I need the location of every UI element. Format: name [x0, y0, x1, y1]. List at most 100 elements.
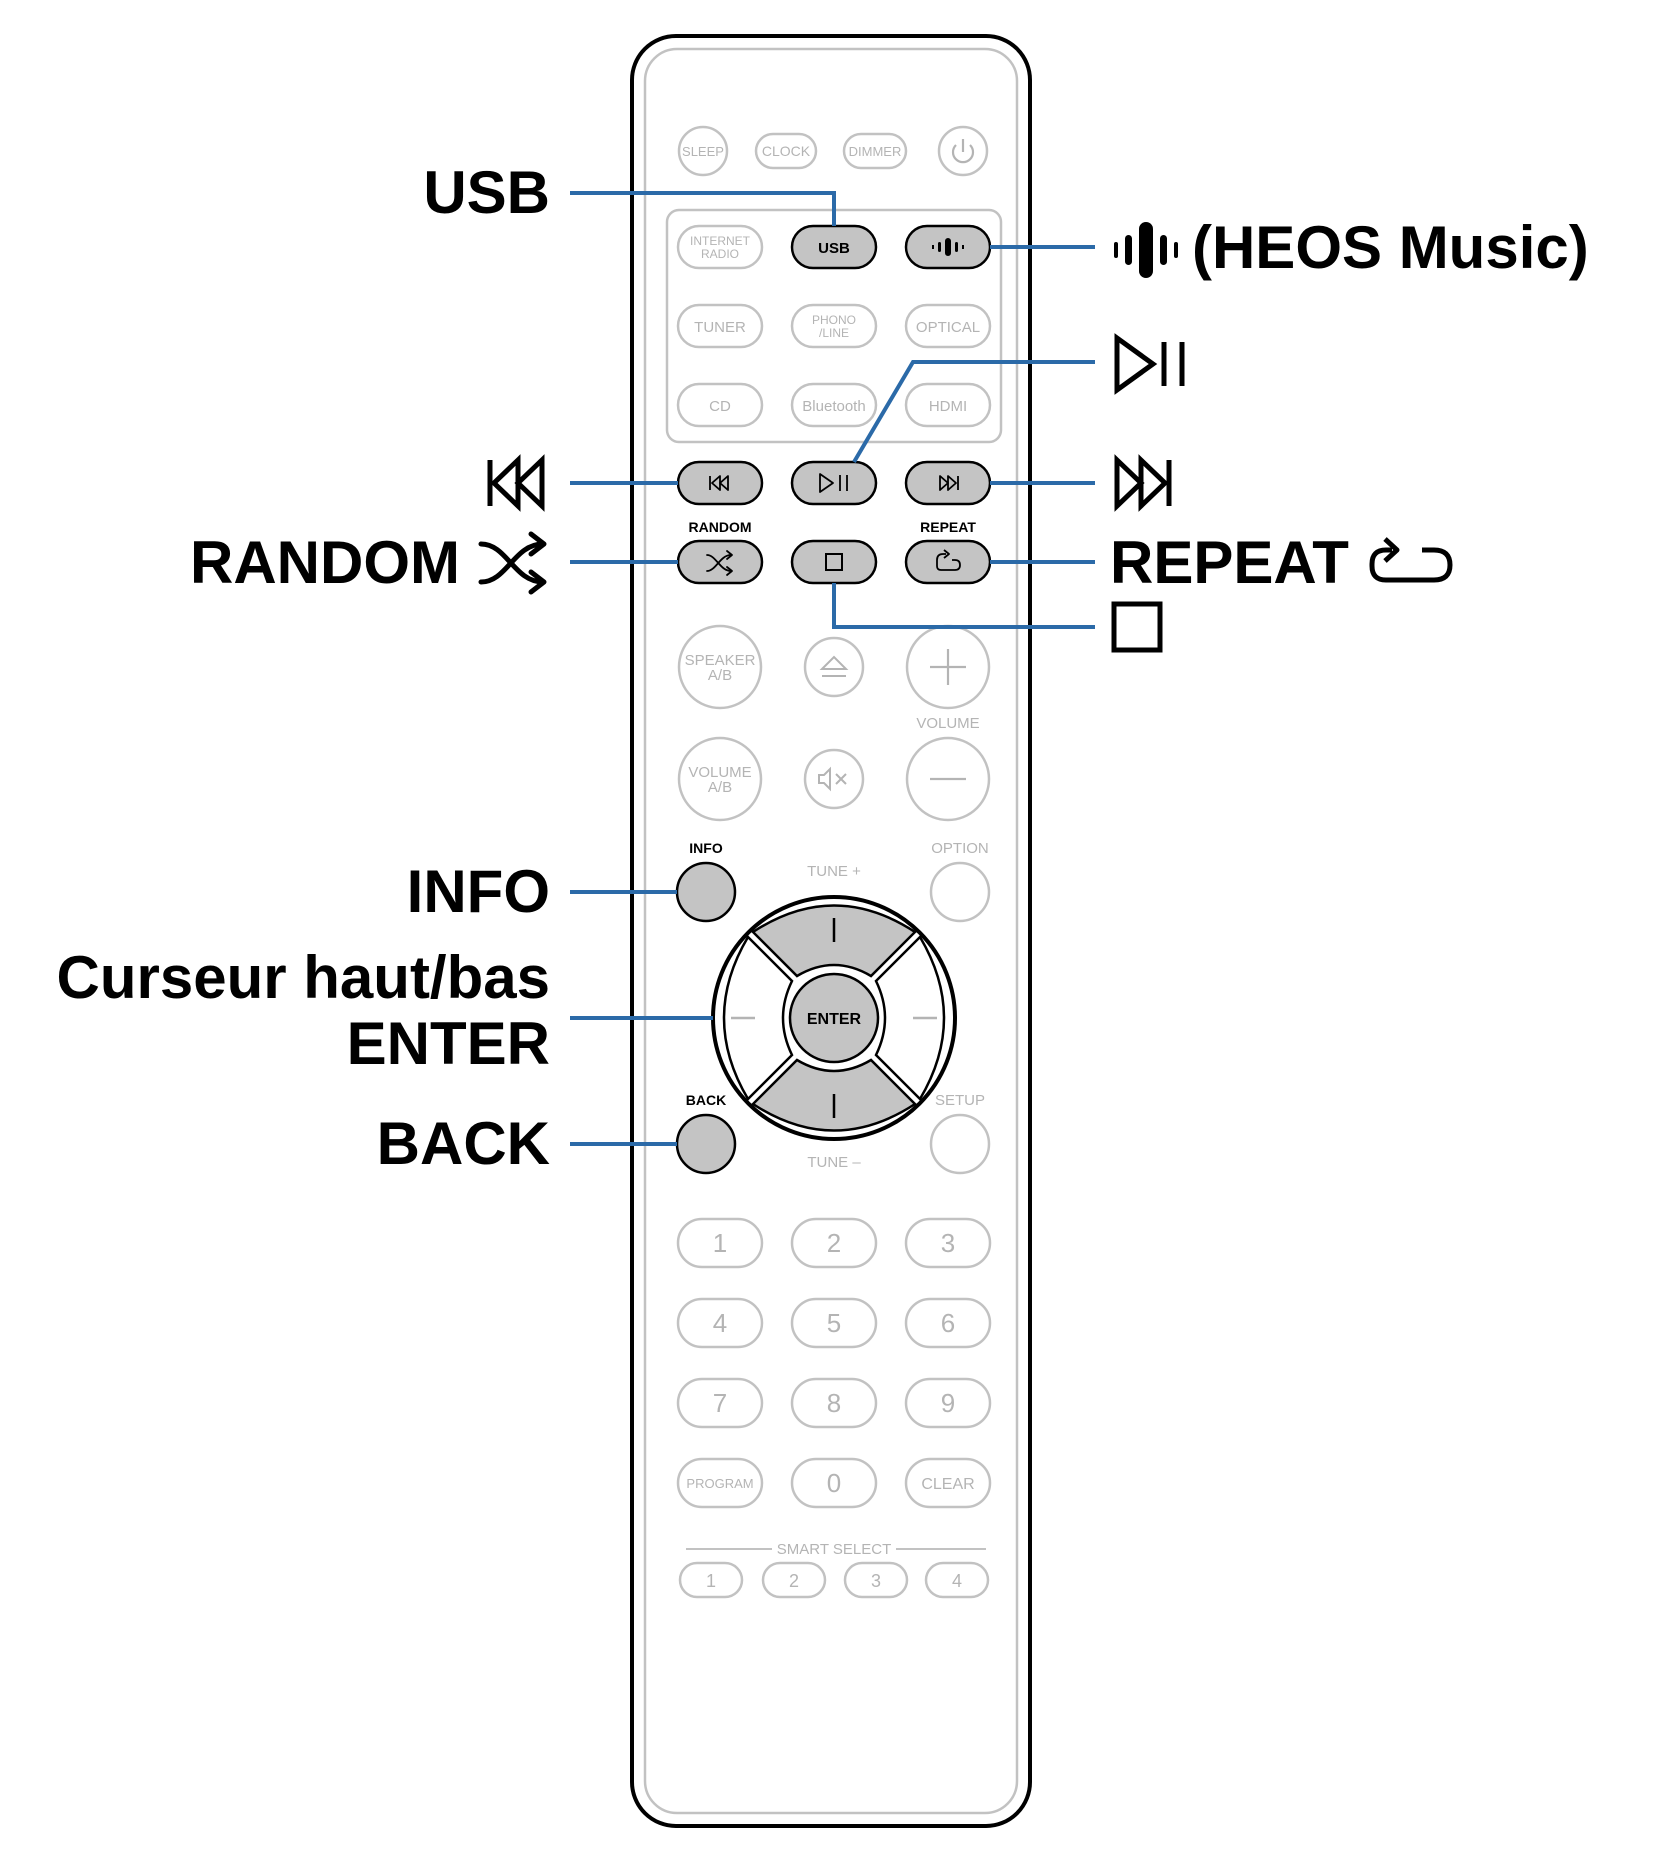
play-pause-callout-icon	[1114, 333, 1185, 395]
number-4-label: 4	[713, 1308, 727, 1338]
internet-radio-label-1: INTERNET	[690, 234, 751, 248]
smart-select-labels: 1 2 3 4	[706, 1571, 962, 1591]
option-button[interactable]	[929, 861, 991, 923]
shuffle-callout-icon	[478, 531, 547, 595]
hdmi-button[interactable]	[904, 382, 992, 428]
phono-label-1: PHONO	[812, 313, 856, 327]
leader-stop	[832, 583, 1095, 629]
optical-button[interactable]	[904, 303, 992, 349]
optical-label: OPTICAL	[916, 319, 980, 336]
number-6-label: 6	[941, 1308, 955, 1338]
usb-button-label: USB	[818, 240, 850, 257]
number-5-button[interactable]	[790, 1297, 878, 1349]
info-button-caption: INFO	[689, 840, 723, 856]
keypad-labels: 1 2 3 4 5 6 7 8 9 0	[713, 1228, 955, 1498]
dimmer-button[interactable]	[842, 132, 908, 170]
cursor-callout-line1: Curseur haut/bas	[57, 944, 550, 1011]
number-4-button[interactable]	[676, 1297, 764, 1349]
volume-ab-label-2: A/B	[708, 779, 732, 796]
number-9-button[interactable]	[904, 1377, 992, 1429]
heos-button-icon	[932, 238, 964, 256]
phono-line-button[interactable]	[790, 303, 878, 349]
smart-select-label: SMART SELECT	[777, 1541, 891, 1558]
sleep-button[interactable]	[677, 125, 729, 177]
cursor-left-button[interactable]	[722, 934, 794, 1102]
play-pause-button[interactable]	[790, 460, 878, 506]
sleep-label: SLEEP	[682, 144, 724, 159]
transport-buttons	[676, 460, 992, 585]
volume-ab-label-1: VOLUME	[688, 764, 751, 781]
smart-select-buttons	[678, 1561, 990, 1599]
number-1-button[interactable]	[676, 1217, 764, 1269]
info-callout: INFO	[407, 858, 550, 925]
mute-icon	[818, 766, 847, 792]
number-7-button[interactable]	[676, 1377, 764, 1429]
number-8-button[interactable]	[790, 1377, 878, 1429]
skip-forward-icon	[939, 475, 959, 491]
repeat-callout-icon	[1369, 537, 1453, 583]
number-3-button[interactable]	[904, 1217, 992, 1269]
number-7-label: 7	[713, 1388, 727, 1418]
smart-select-2-label: 2	[789, 1571, 799, 1591]
smart-select-1-button[interactable]	[678, 1561, 744, 1599]
smart-select-3-button[interactable]	[843, 1561, 909, 1599]
skip-forward-callout-icon	[1114, 454, 1172, 512]
enter-button[interactable]	[788, 972, 880, 1064]
number-1-label: 1	[713, 1228, 727, 1258]
cursor-callout-line2: ENTER	[347, 1010, 550, 1077]
stop-button[interactable]	[790, 539, 878, 585]
enter-button-label: ENTER	[807, 1011, 862, 1028]
speaker-ab-button[interactable]	[677, 624, 763, 710]
option-label: OPTION	[931, 840, 989, 857]
stop-callout-icon	[1111, 601, 1163, 653]
clock-button[interactable]	[754, 132, 818, 170]
leader-lines	[570, 191, 1095, 1146]
tune-plus-label: TUNE +	[807, 863, 861, 880]
clear-button[interactable]	[904, 1457, 992, 1509]
cursor-right-button[interactable]	[874, 934, 946, 1102]
internet-radio-button[interactable]	[676, 224, 764, 270]
volume-label: VOLUME	[916, 715, 979, 732]
speaker-label-1: SPEAKER	[685, 652, 756, 669]
cd-button[interactable]	[676, 382, 764, 428]
eject-icon	[819, 655, 849, 677]
back-button-caption: BACK	[686, 1092, 726, 1108]
number-0-button[interactable]	[790, 1457, 878, 1509]
smart-select-4-button[interactable]	[924, 1561, 990, 1599]
cd-label: CD	[709, 398, 731, 415]
plus-icon	[930, 649, 966, 685]
number-8-label: 8	[827, 1388, 841, 1418]
dimmer-label: DIMMER	[849, 144, 902, 159]
back-callout: BACK	[377, 1110, 550, 1177]
back-button[interactable]	[675, 1113, 737, 1175]
usb-callout: USB	[423, 159, 550, 226]
speaker-label-2: A/B	[708, 667, 732, 684]
number-0-label: 0	[827, 1468, 841, 1498]
play-pause-icon	[819, 473, 848, 493]
setup-button[interactable]	[929, 1113, 991, 1175]
shuffle-icon	[706, 550, 733, 576]
number-9-label: 9	[941, 1388, 955, 1418]
eject-button[interactable]	[803, 636, 865, 698]
phono-label-2: /LINE	[819, 326, 849, 340]
heos-music-icon	[1114, 222, 1178, 278]
tuner-button[interactable]	[676, 303, 764, 349]
info-button[interactable]	[675, 861, 737, 923]
volume-ab-button[interactable]	[677, 736, 763, 822]
heos-music-callout: (HEOS Music)	[1192, 214, 1589, 281]
mute-button[interactable]	[803, 748, 865, 810]
clock-label: CLOCK	[762, 143, 811, 159]
repeat-callout: REPEAT	[1110, 529, 1349, 596]
navigation-pad	[711, 895, 957, 1141]
clear-label: CLEAR	[921, 1476, 974, 1493]
repeat-button[interactable]	[904, 539, 992, 585]
internet-radio-label-2: RADIO	[701, 247, 739, 261]
smart-select-2-button[interactable]	[761, 1561, 827, 1599]
number-2-button[interactable]	[790, 1217, 878, 1269]
number-6-button[interactable]	[904, 1297, 992, 1349]
smart-select-4-label: 4	[952, 1571, 962, 1591]
program-button[interactable]	[676, 1457, 764, 1509]
repeat-icon	[936, 549, 961, 571]
leader-usb	[570, 191, 836, 226]
bluetooth-button[interactable]	[790, 382, 878, 428]
